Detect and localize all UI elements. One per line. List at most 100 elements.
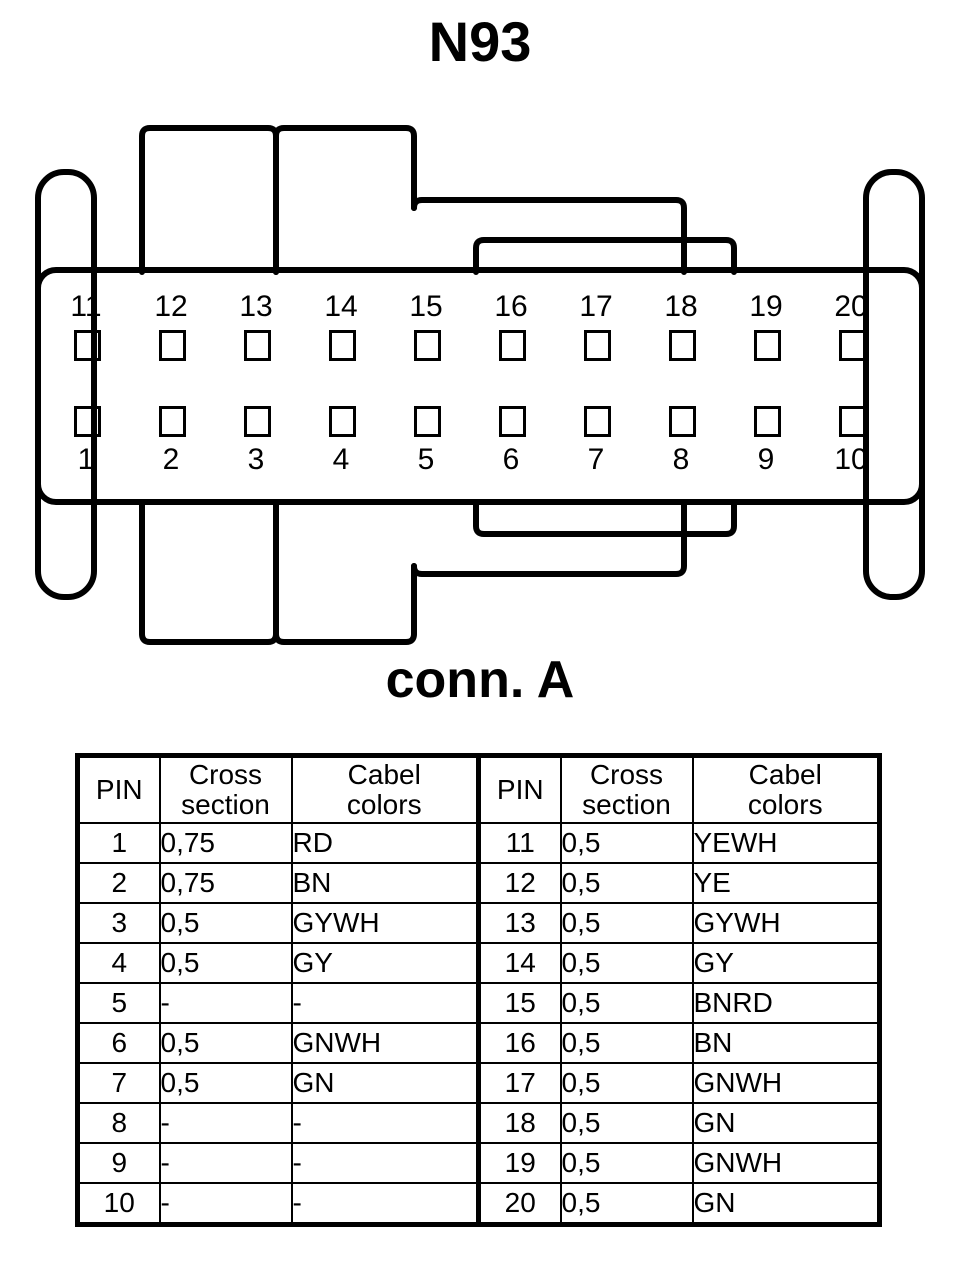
cell-cross-left-3: 0,5	[158, 902, 293, 945]
right-side-tab	[863, 169, 925, 600]
cell-cross-right-20: 0,5	[559, 1182, 694, 1226]
cell-pin-left-8: 8	[76, 1102, 161, 1145]
cell-color-right-19: GNWH	[691, 1142, 881, 1185]
connector-diagram: 11 12 13 14 15 16 17 18 19 20 1 2 3 4 5 …	[0, 120, 960, 650]
pin-label-5: 5	[417, 443, 435, 476]
pin-label-4: 4	[332, 443, 350, 476]
pin-terminal-2	[159, 406, 186, 437]
cell-color-left-7: GN	[290, 1062, 481, 1105]
pin-label-17: 17	[579, 290, 613, 323]
cell-pin-right-16: 16	[476, 1022, 562, 1065]
header-cable-colors-left: Cabel colors	[290, 754, 481, 825]
pin-terminal-3	[244, 406, 271, 437]
connector-name-label: conn. A	[385, 651, 575, 709]
cell-cross-right-13: 0,5	[559, 902, 694, 945]
pin-terminal-10	[839, 406, 866, 437]
cell-color-left-6: GNWH	[290, 1022, 481, 1065]
cell-cross-left-9: -	[158, 1142, 293, 1185]
cell-cross-left-7: 0,5	[158, 1062, 293, 1105]
pin-label-12: 12	[154, 290, 188, 323]
header-colors-line2-r: colors	[747, 789, 823, 821]
cell-pin-left-7: 7	[76, 1062, 161, 1105]
cell-color-right-16: BN	[691, 1022, 881, 1065]
cell-pin-right-13: 13	[476, 902, 562, 945]
pin-terminal-18	[669, 330, 696, 361]
pin-terminal-16	[499, 330, 526, 361]
pin-terminal-9	[754, 406, 781, 437]
cell-cross-right-14: 0,5	[559, 942, 694, 985]
pin-terminal-7	[584, 406, 611, 437]
cell-cross-right-16: 0,5	[559, 1022, 694, 1065]
header-cross-line2: section	[181, 789, 270, 821]
cell-cross-left-5: -	[158, 982, 293, 1025]
pin-label-19: 19	[749, 290, 783, 323]
cell-cross-right-12: 0,5	[559, 862, 694, 905]
cell-color-right-18: GN	[691, 1102, 881, 1145]
cell-pin-right-15: 15	[476, 982, 562, 1025]
pin-label-3: 3	[247, 443, 265, 476]
pin-label-1: 1	[77, 443, 95, 476]
cell-cross-left-6: 0,5	[158, 1022, 293, 1065]
cell-cross-left-2: 0,75	[158, 862, 293, 905]
cell-pin-left-1: 1	[76, 822, 161, 865]
cell-pin-left-4: 4	[76, 942, 161, 985]
header-cross-section-left: Cross section	[158, 754, 293, 825]
pin-label-2: 2	[162, 443, 180, 476]
pin-assignment-table-wrapper: PIN Cross section Cabel colors PIN Cross…	[75, 753, 882, 1228]
cell-cross-left-4: 0,5	[158, 942, 293, 985]
header-cable-colors-right: Cabel colors	[691, 754, 881, 825]
pin-terminal-20	[839, 330, 866, 361]
upper-block-b	[273, 125, 417, 275]
cell-color-left-9: -	[290, 1142, 481, 1185]
table-header: PIN Cross section Cabel colors PIN Cross…	[76, 754, 881, 825]
pin-label-15: 15	[409, 290, 443, 323]
connector-outline-svg	[35, 125, 925, 645]
cell-pin-right-20: 20	[476, 1182, 562, 1226]
pin-label-11: 11	[70, 290, 102, 323]
cell-cross-left-10: -	[158, 1182, 293, 1226]
pin-label-20: 20	[834, 290, 868, 323]
cell-pin-left-6: 6	[76, 1022, 161, 1065]
header-cross-line1: Cross	[188, 759, 263, 790]
pin-label-13: 13	[239, 290, 273, 323]
cell-cross-right-17: 0,5	[559, 1062, 694, 1105]
lower-step-outer	[411, 499, 687, 577]
connector-body	[35, 267, 925, 505]
cell-color-right-15: BNRD	[691, 982, 881, 1025]
cell-pin-right-19: 19	[476, 1142, 562, 1185]
header-pin-left: PIN	[76, 754, 161, 825]
lower-block-a	[139, 499, 279, 645]
header-colors-line2: colors	[346, 789, 422, 821]
cell-color-right-20: GN	[691, 1182, 881, 1226]
cell-color-left-3: GYWH	[290, 902, 481, 945]
cell-color-left-1: RD	[290, 822, 481, 865]
cell-pin-right-14: 14	[476, 942, 562, 985]
cell-pin-left-3: 3	[76, 902, 161, 945]
pin-terminal-17	[584, 330, 611, 361]
cell-pin-left-9: 9	[76, 1142, 161, 1185]
cell-pin-right-12: 12	[476, 862, 562, 905]
pin-terminal-8	[669, 406, 696, 437]
cell-color-left-2: BN	[290, 862, 481, 905]
cell-color-left-10: -	[290, 1182, 481, 1226]
pin-label-10: 10	[834, 443, 868, 476]
page-title: N93	[428, 10, 532, 73]
cell-color-right-11: YEWH	[691, 822, 881, 865]
pin-terminal-15	[414, 330, 441, 361]
pin-terminal-11	[74, 330, 101, 361]
pin-label-9: 9	[757, 443, 775, 476]
pin-terminal-19	[754, 330, 781, 361]
cell-cross-right-11: 0,5	[559, 822, 694, 865]
cell-pin-right-17: 17	[476, 1062, 562, 1105]
cell-color-left-4: GY	[290, 942, 481, 985]
pin-terminal-6	[499, 406, 526, 437]
